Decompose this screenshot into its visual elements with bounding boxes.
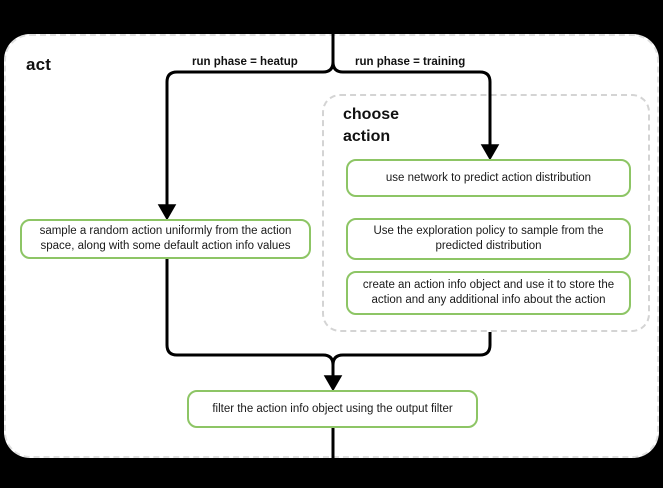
node-label: Use the exploration policy to sample fro… <box>373 225 604 252</box>
node-use-network[interactable]: use network to predict action distributi… <box>346 159 631 197</box>
node-label: create an action info object and use it … <box>362 279 615 306</box>
node-label: sample a random action uniformly from th… <box>39 225 292 252</box>
node-label: use network to predict action distributi… <box>385 171 592 184</box>
act-title: act <box>26 55 52 74</box>
node-create-action-info[interactable]: create an action info object and use it … <box>346 271 631 315</box>
node-label: filter the action info object using the … <box>212 402 453 415</box>
node-filter-output[interactable]: filter the action info object using the … <box>187 390 478 428</box>
node-sample-random-action[interactable]: sample a random action uniformly from th… <box>20 219 311 259</box>
edge-label-training: run phase = training <box>355 56 466 68</box>
node-exploration-policy[interactable]: Use the exploration policy to sample fro… <box>346 218 631 260</box>
edge-label-heatup: run phase = heatup <box>192 56 298 68</box>
